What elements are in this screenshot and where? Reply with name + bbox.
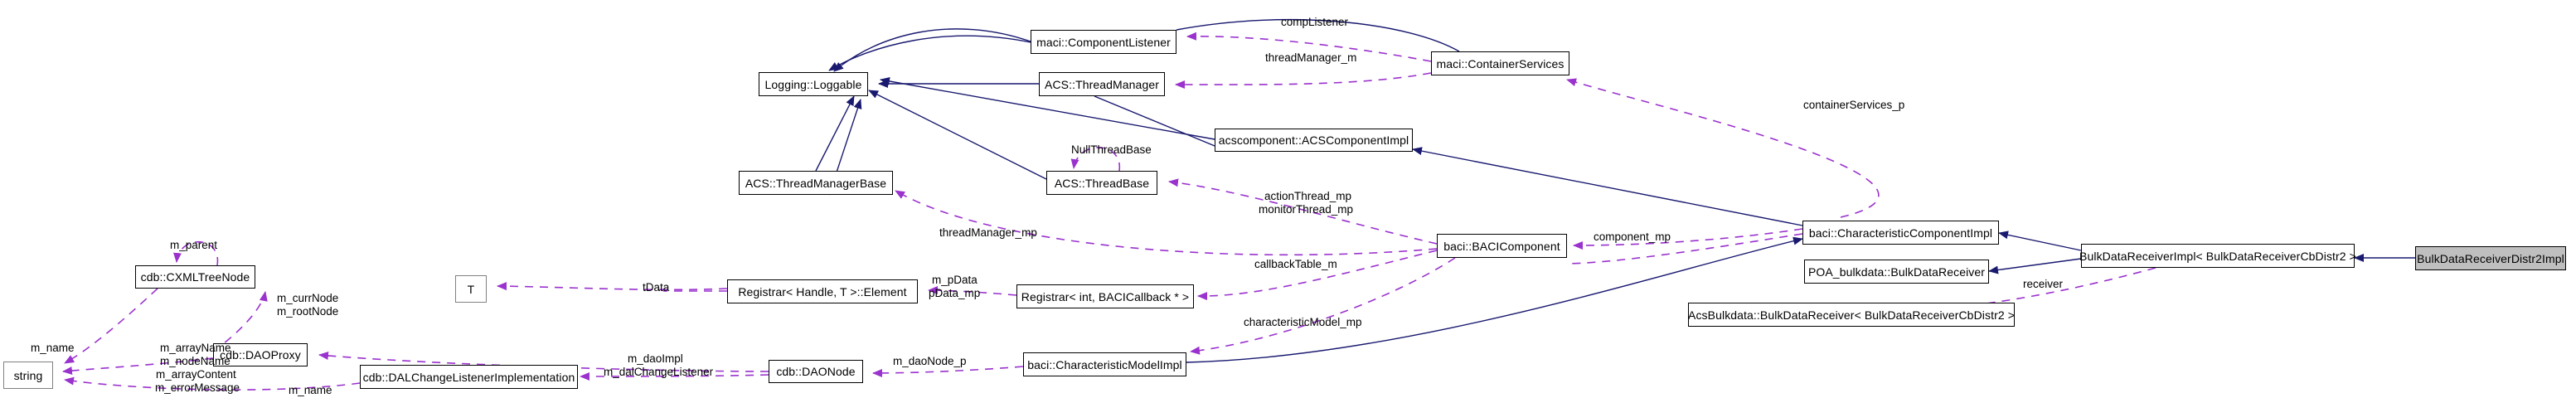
edge-label-nullthreadbase: NullThreadBase (1071, 143, 1152, 156)
node-maci-containerservices[interactable]: maci::ContainerServices (1431, 51, 1569, 75)
edge-label-actionthread-mp: actionThread_mp (1264, 190, 1352, 202)
node-cdb-cxmltreenode[interactable]: cdb::CXMLTreeNode (135, 265, 255, 289)
edge-label-m-daonode-p: m_daoNode_p (893, 355, 967, 367)
node-cdb-dalchangelistenerimplementation[interactable]: cdb::DALChangeListenerImplementation (360, 365, 578, 389)
node-logging-loggable[interactable]: Logging::Loggable (759, 72, 868, 96)
node-bulkdatareceiverimpl[interactable]: BulkDataReceiverImpl< BulkDataReceiverCb… (2079, 244, 2356, 268)
edge-label-m-arrayname: m_arrayName (160, 342, 231, 354)
node-acsbulkdata-bulkdatareceiver[interactable]: AcsBulkdata::BulkDataReceiver< BulkDataR… (1688, 303, 2015, 327)
edge-label-m-name-bottom: m_name (289, 384, 332, 396)
edge-label-tdata: tData (643, 281, 670, 294)
edge-label-m-daoimpl: m_daoImpl (628, 352, 683, 365)
edge-label-m-pdata: m_pData (932, 274, 978, 286)
edge-label-monitorthread-mp: monitorThread_mp (1259, 203, 1354, 216)
edge-label-component-mp: component_mp (1594, 231, 1671, 243)
node-acs-threadmanagerbase[interactable]: ACS::ThreadManagerBase (739, 171, 893, 195)
edge-label-m-name-left: m_name (31, 342, 75, 354)
edge-label-complistener: compListener (1281, 16, 1349, 28)
node-baci-characteristiccomponentimpl[interactable]: baci::CharacteristicComponentImpl (1802, 221, 1999, 245)
edge-label-m-rootnode: m_rootNode (277, 305, 339, 318)
node-cdb-daonode[interactable]: cdb::DAONode (769, 360, 863, 383)
node-acs-threadmanager[interactable]: ACS::ThreadManager (1039, 72, 1165, 96)
edge-label-callbacktable-m: callbackTable_m (1254, 258, 1337, 270)
edge-label-characteristicmodel-mp: characteristicModel_mp (1244, 316, 1362, 328)
edge-label-containerservices-p: containerServices_p (1803, 99, 1905, 111)
edge-label-m-nodename: m_nodeName (160, 355, 230, 367)
node-string[interactable]: string (3, 362, 53, 389)
node-poa-bulkdata-bulkdatareceiver[interactable]: POA_bulkdata::BulkDataReceiver (1804, 260, 1989, 284)
node-template-parameter-t[interactable]: T (455, 275, 487, 303)
node-bulkdatareceiverdistr2impl[interactable]: BulkDataReceiverDistr2Impl (2415, 246, 2566, 270)
edge-label-m-dalchangelistener: m_dalChangeListener (604, 366, 714, 378)
edge-label-threadmanager-m: threadManager_m (1265, 51, 1357, 64)
node-baci-bacicomponent[interactable]: baci::BACIComponent (1437, 234, 1567, 258)
node-acs-threadbase[interactable]: ACS::ThreadBase (1046, 171, 1157, 195)
node-registrar-int-bacicallback[interactable]: Registrar< int, BACICallback * > (1016, 284, 1194, 308)
node-maci-componentlistener[interactable]: maci::ComponentListener (1031, 30, 1176, 54)
edge-label-m-arraycontent: m_arrayContent (156, 368, 236, 381)
edge-label-pdata-mp: pData_mp (929, 287, 981, 299)
edge-label-m-parent: m_parent (170, 239, 218, 251)
inheritance-edges (815, 18, 2415, 363)
edge-label-threadmanager-mp: threadManager_mp (939, 226, 1037, 239)
edge-label-receiver: receiver (2023, 278, 2064, 290)
node-acscomponent-acscomponentimpl[interactable]: acscomponent::ACSComponentImpl (1215, 129, 1413, 152)
node-registrar-handle-t-element[interactable]: Registrar< Handle, T >::Element (727, 279, 918, 303)
edge-label-m-errormessage: m_errorMessage (155, 381, 240, 394)
edge-label-m-currnode: m_currNode (277, 292, 339, 304)
node-cdb-daoproxy[interactable]: cdb::DAOProxy (213, 343, 308, 366)
node-baci-characteristicmodelimpl[interactable]: baci::CharacteristicModelImpl (1023, 352, 1186, 376)
usage-edges (62, 32, 2156, 391)
